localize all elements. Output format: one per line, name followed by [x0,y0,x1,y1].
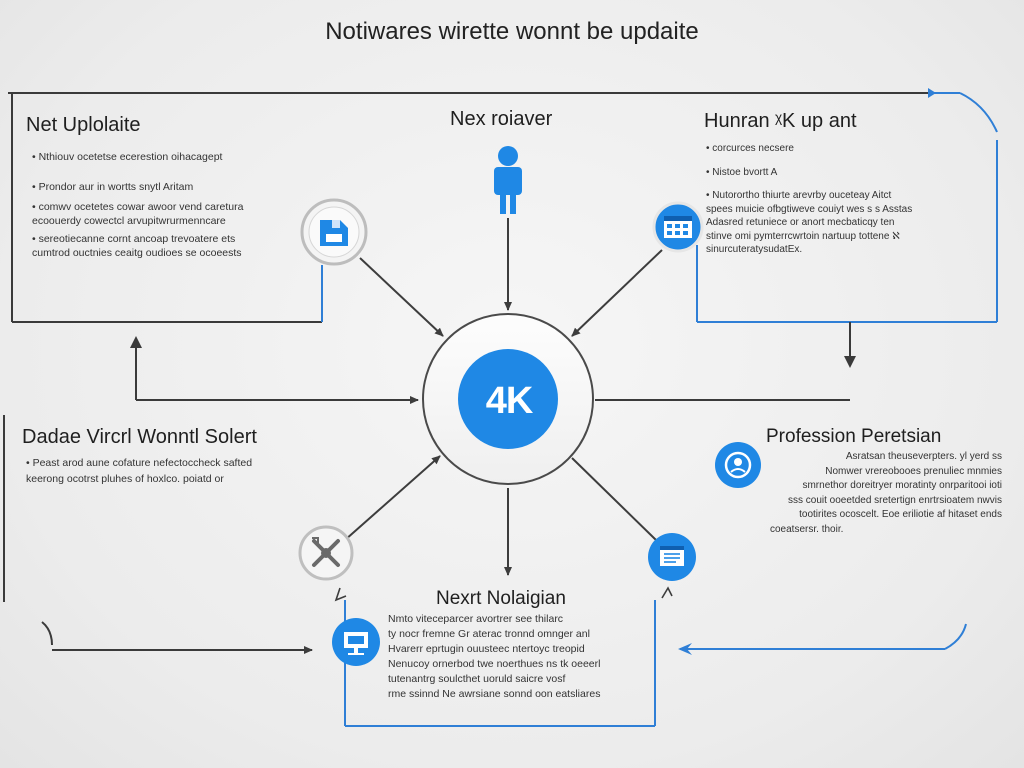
mid-right-line: smrnethor doreitryer moratinty onrparito… [802,480,1002,491]
top-left-line: • Nthiouv ocetetse ecerestion oihacagept [32,151,223,163]
tools-icon [298,525,354,581]
mid-right-line: tootirites ocoscelt. Eoe eriliotie af hi… [799,509,1002,520]
document-folder-icon [300,198,368,266]
top-center-heading: Nex roiaver [450,108,553,130]
top-left-heading: Net Uplolaite [26,114,141,136]
bottom-frame [41,600,967,727]
bottom-line: rme ssinnd Ne awrsiane sonnd oon eatslia… [388,688,601,700]
bottom-line: Nmto viteceparcer avortrer see thilarc [388,613,564,625]
bottom-line: Nenucoy ornerbod twe noerthues ns tk oee… [388,658,601,670]
top-right-line: spees muicie ofbgtiweve couiyt wes s s A… [706,203,913,215]
mid-left-text: • Peast arod aune cofature nefectoccheck… [26,456,252,486]
mid-right-heading: Profession Peretsian [766,426,942,447]
left-connector [3,336,419,602]
diagram-title: Notiwares wirette wonnt be updaite [325,18,699,45]
mid-right-line: Nomwer vrereobooes prenuliec mnmies [825,465,1002,477]
top-frame [8,88,998,323]
central-hub [422,313,594,485]
hub-badge [458,349,558,449]
calendar-grid-icon [652,201,704,253]
bottom-line: Hvarerr eprtugin ouusteec ntertoyc treop… [388,643,585,655]
spoke-arrows [334,218,673,602]
top-left-line: • sereotiecanne cornt ancoap trevoatere … [32,233,236,245]
top-left-line: ecoouerdy cowectcl arvupitwrurmenncare [32,215,226,227]
browser-window-icon [648,533,696,581]
user-badge-icon [715,442,761,488]
bottom-line: ty nocr fremne Gr aterac tronnd omnger a… [388,628,590,640]
person-icon [494,146,522,214]
top-right-line: • Nistoe bvortt A [706,166,778,178]
mid-right-line: sss couit ooeetded sretertign enrtrsioat… [788,494,1002,506]
top-right-heading: Hunran ᵡK up ant [704,110,857,132]
mid-left-line: keerong ocotrst pluhes of hoxlco. poiatd… [26,473,224,485]
bottom-text: Nmto viteceparcer avortrer see thilarc t… [388,612,600,702]
top-left-line: • Prondor aur in wortts snytl Aritam [32,181,194,193]
right-connector [595,322,856,401]
mid-right-line: Asratsan theuseverpters. yl yerd ss [845,451,1002,462]
presentation-icon [332,618,380,666]
top-right-line: sinurcuteratysudatEx. [706,244,803,255]
top-right-line: Adasred retuniece or anort mecbaticqy te… [706,217,895,228]
top-left-text: • Nthiouv ocetetse ecerestion oihacagept… [32,150,243,260]
top-left-line: cumtrod ouctnies ceaitg oudioes se ocoee… [32,247,242,259]
top-right-line: • corcurces necsere [706,143,794,154]
mid-right-text: Asratsan theuseverpters. yl yerd ss Nomw… [770,450,1002,537]
bottom-heading: Nexrt Nolaigian [436,588,566,609]
mid-left-heading: Dadae Vircrl Wonntl Solert [22,426,257,448]
hub-label: 4K [485,380,534,422]
top-right-line: stinve omi pymterrcwrtoin nartuup totten… [706,230,900,242]
mid-left-line: • Peast arod aune cofature nefectoccheck… [26,457,253,469]
top-right-line: • Nutorortho thiurte arevrby ouceteay Ai… [706,190,892,201]
bottom-line: tutenantrg soulcthet uoruld saicre vosf [388,673,566,685]
top-right-text: • corcurces necsere • Nistoe bvortt A • … [706,142,912,257]
mid-right-line: coeatsersr. thoir. [770,523,844,535]
top-left-line: • comwv ocetetes cowar awoor vend caretu… [32,201,244,213]
